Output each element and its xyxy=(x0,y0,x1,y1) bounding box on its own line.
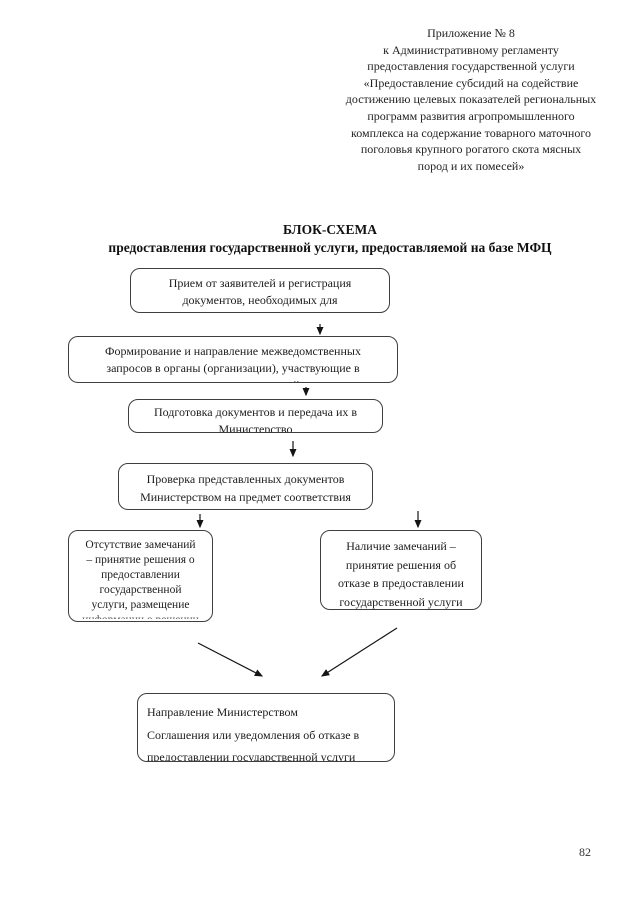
page-title-line2: предоставления государственной услуги, п… xyxy=(108,239,552,255)
appendix-line: поголовья крупного рогатого скота мясных xyxy=(360,142,582,157)
flow-box-preparation: Подготовка документов и передача их в Ми… xyxy=(128,399,383,433)
flow-box-clipped-text: Министерство xyxy=(218,422,293,433)
flow-box-text: Прием от заявителей и регистрация xyxy=(168,276,352,290)
flow-box-clipped-text: предоставлении государственной услуги xyxy=(69,377,397,382)
flow-box-text: Подготовка документов и передача их в xyxy=(153,405,358,419)
flow-box-text: Наличие замечаний – xyxy=(346,539,456,553)
appendix-line: к Административному регламенту xyxy=(383,42,559,57)
flow-box-text: предоставлении xyxy=(101,569,180,581)
flow-box-text: Проверка представленных документов xyxy=(146,472,345,486)
appendix-line: пород и их помесей» xyxy=(417,158,525,173)
flow-box-interagency-requests: Формирование и направление межведомствен… xyxy=(68,336,398,383)
flow-box-text: Соглашения или уведомления об отказе в xyxy=(147,727,360,742)
flow-box-text: запросов в органы (организации), участву… xyxy=(106,361,360,375)
appendix-line: Приложение № 8 xyxy=(427,26,515,40)
arrow-diagonal-right xyxy=(320,627,398,677)
flow-box-clipped-text: информации о решении xyxy=(69,613,212,619)
appendix-line: комплекса на содержание товарного маточн… xyxy=(351,125,591,140)
appendix-line: предоставления государственной услуги xyxy=(367,59,575,74)
flow-box-text: принятие решения об xyxy=(345,557,457,572)
flow-box-text: – принятие решения о xyxy=(86,554,195,566)
appendix-line: достижению целевых показателей региональ… xyxy=(345,92,597,107)
flow-box-remarks-refusal: Наличие замечаний – принятие решения об … xyxy=(320,530,482,610)
flow-box-text: Направление Министерством xyxy=(147,705,298,719)
flow-box-text: отказе в предоставлении xyxy=(338,576,464,591)
flow-box-text: предоставлении государственной услуги xyxy=(147,750,356,762)
flow-box-text: Отсутствие замечаний xyxy=(85,539,196,551)
flow-box-text: документов, необходимых для xyxy=(182,293,338,307)
appendix-line: «Предоставление субсидий на содействие xyxy=(363,75,579,90)
page-number: 82 xyxy=(579,845,591,859)
flow-box-text: услуги, размещение xyxy=(91,599,190,611)
page-title: БЛОК-СХЕМА предоставления государственно… xyxy=(30,221,630,256)
appendix-line: программ развития агропромышленного xyxy=(367,108,575,123)
flow-box-reception: Прием от заявителей и регистрация докуме… xyxy=(130,268,390,313)
page-title-line1: БЛОК-СХЕМА xyxy=(282,222,378,237)
flow-box-text: Формирование и направление межведомствен… xyxy=(105,344,361,358)
flow-box-verification: Проверка представленных документов Минис… xyxy=(118,463,373,510)
flow-box-no-remarks: Отсутствие замечаний – принятие решения … xyxy=(68,530,213,622)
flow-box-text: Министерством на предмет соответствия xyxy=(140,490,351,504)
flow-box-final-notification: Направление Министерством Соглашения или… xyxy=(137,693,395,762)
flow-box-text: государственной xyxy=(99,584,182,596)
appendix-header: Приложение № 8 к Административному регла… xyxy=(306,25,636,174)
arrow-diagonal-left xyxy=(197,642,264,677)
flow-box-text: государственной услуги xyxy=(339,594,463,609)
